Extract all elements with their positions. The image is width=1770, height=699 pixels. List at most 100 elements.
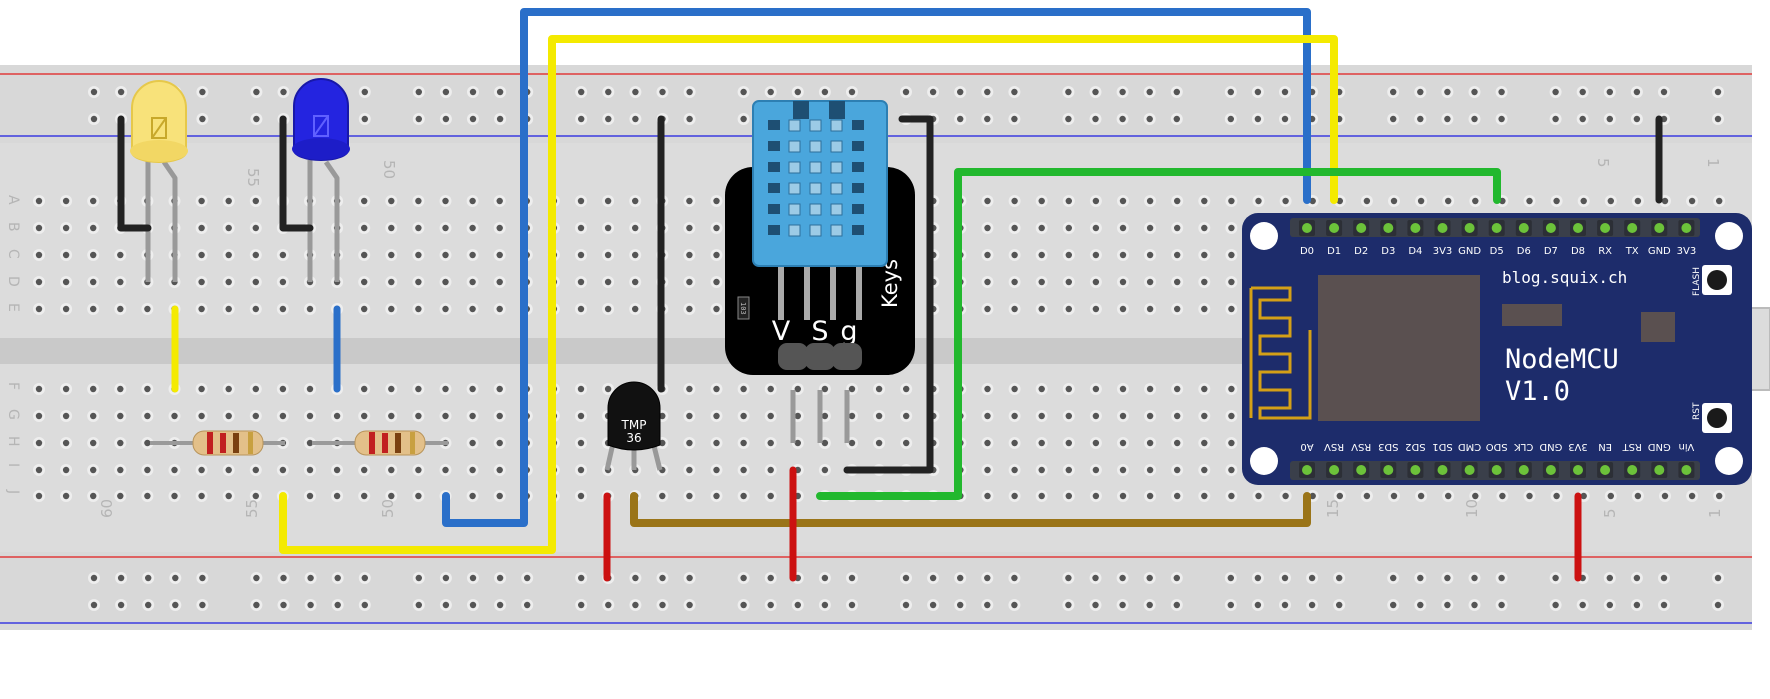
breadboard-hole	[1225, 437, 1238, 449]
nodemcu-pin	[1488, 220, 1505, 236]
breadboard-hole	[467, 86, 479, 98]
breadboard-hole	[1089, 276, 1102, 288]
flash-button-cap[interactable]	[1707, 270, 1727, 290]
chip-regulator	[1641, 312, 1675, 342]
breadboard-hole	[1251, 86, 1264, 98]
breadboard-hole	[1008, 383, 1021, 395]
breadboard-hole	[412, 113, 425, 125]
breadboard-hole	[385, 410, 398, 422]
breadboard-hole	[358, 249, 371, 261]
breadboard-hole	[1415, 195, 1428, 207]
breadboard-hole	[1170, 113, 1183, 125]
breadboard-hole	[1441, 599, 1454, 611]
breadboard-hole	[1550, 195, 1563, 207]
mount-hole	[1715, 447, 1743, 475]
breadboard-hole	[683, 464, 696, 476]
breadboard-hole	[222, 490, 235, 502]
breadboard-hole	[358, 113, 371, 125]
row-letter: C	[5, 249, 21, 259]
breadboard-hole	[737, 437, 750, 449]
breadboard-hole	[981, 195, 994, 207]
breadboard-hole	[710, 249, 723, 261]
row-letter: G	[5, 409, 21, 420]
dht-sensor-module: 103 Keys V S g	[725, 100, 915, 443]
breadboard-hole	[900, 410, 913, 422]
breadboard-hole	[1062, 276, 1075, 288]
breadboard-hole	[114, 383, 127, 395]
breadboard-hole	[575, 276, 587, 288]
dht-pin-label-g: g	[840, 316, 857, 347]
breadboard-hole	[818, 599, 831, 611]
breadboard-hole	[276, 276, 289, 288]
dht-pin-label-s: S	[811, 316, 828, 347]
grille-cell	[830, 161, 843, 174]
breadboard-hole	[1495, 572, 1508, 584]
breadboard-hole	[1495, 86, 1508, 98]
breadboard-hole	[683, 222, 696, 234]
nodemcu-top-pin-label: 3V3	[1677, 246, 1697, 257]
breadboard-hole	[1171, 464, 1184, 476]
breadboard-hole	[1523, 195, 1536, 207]
breadboard-hole	[1171, 276, 1184, 288]
breadboard-hole	[33, 410, 45, 422]
breadboard-hole	[1062, 490, 1075, 502]
breadboard-hole	[1224, 599, 1237, 611]
grille-cell	[788, 224, 801, 237]
breadboard-hole	[737, 410, 750, 422]
breadboard-hole	[1333, 490, 1346, 502]
breadboard-hole	[1712, 599, 1724, 611]
breadboard-hole	[846, 599, 858, 611]
breadboard-hole	[1279, 86, 1291, 98]
breadboard-hole	[1171, 222, 1184, 234]
breadboard-hole	[1117, 437, 1129, 449]
breadboard-hole	[466, 303, 479, 315]
breadboard-hole	[1117, 410, 1129, 422]
nodemcu-pin	[1353, 220, 1370, 236]
breadboard-hole	[981, 303, 994, 315]
breadboard-hole	[981, 464, 994, 476]
breadboard-hole	[710, 437, 723, 449]
breadboard-hole	[1035, 410, 1048, 422]
breadboard-hole	[466, 410, 479, 422]
breadboard-hole	[33, 195, 45, 207]
led-yellow	[130, 80, 188, 282]
breadboard-hole	[1089, 383, 1102, 395]
breadboard-hole	[466, 195, 479, 207]
row-letter: H	[5, 436, 21, 447]
breadboard-hole	[276, 303, 289, 315]
nodemcu-pin	[1461, 462, 1478, 478]
breadboard-hole	[1387, 599, 1400, 611]
breadboard-hole	[1576, 113, 1589, 125]
breadboard-hole	[1170, 599, 1183, 611]
breadboard-hole	[304, 490, 316, 502]
breadboard-hole	[1062, 303, 1075, 315]
breadboard-hole	[900, 86, 912, 98]
breadboard-hole	[412, 464, 425, 476]
breadboard-hole	[710, 276, 723, 288]
breadboard-hole	[764, 437, 777, 449]
breadboard-hole	[196, 572, 209, 584]
breadboard-hole	[1468, 572, 1481, 584]
nodemcu-pin	[1515, 462, 1532, 478]
breadboard-hole	[1252, 490, 1265, 502]
breadboard-hole	[385, 195, 398, 207]
nodemcu-top-pin-label: D1	[1327, 246, 1341, 257]
breadboard-hole	[737, 383, 750, 395]
breadboard-hole	[1062, 195, 1075, 207]
grille-cell	[809, 161, 822, 174]
breadboard-hole	[249, 276, 262, 288]
dht-smd-code: 103	[739, 302, 747, 315]
breadboard-hole	[1279, 113, 1291, 125]
breadboard-hole	[1631, 195, 1644, 207]
breadboard-hole	[250, 113, 263, 125]
breadboard-hole	[1062, 464, 1075, 476]
breadboard-hole	[1035, 303, 1048, 315]
breadboard-hole	[629, 249, 642, 261]
nodemcu-pin	[1434, 462, 1451, 478]
nodemcu-bottom-pin-label: Vin	[1679, 441, 1695, 452]
breadboard-hole	[1171, 437, 1184, 449]
rst-button-cap[interactable]	[1707, 408, 1727, 428]
breadboard-hole	[629, 86, 642, 98]
breadboard-hole	[1414, 572, 1427, 584]
